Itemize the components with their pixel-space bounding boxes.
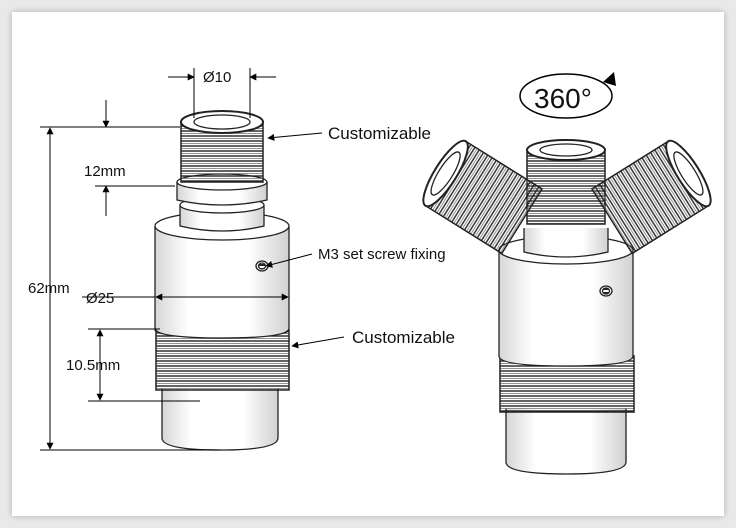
rotation-view-part [422, 139, 712, 475]
front-view-part [154, 110, 290, 451]
rotation-arrow-icon [603, 72, 616, 86]
callout-bottom-thread: Customizable [352, 328, 455, 347]
dimension-lines [40, 68, 289, 451]
length-12mm-label: 12mm [84, 163, 126, 180]
rotation-badge: 360° [519, 72, 616, 119]
callout-set-screw: M3 set screw fixing [318, 246, 446, 263]
diameter-25-label: Ø25 [86, 290, 114, 307]
diameter-10-label: Ø10 [203, 69, 231, 86]
length-10-5mm-label: 10.5mm [66, 357, 120, 374]
rotation-label: 360° [534, 83, 592, 114]
callout-leaders [265, 132, 345, 349]
callout-top-thread: Customizable [328, 124, 431, 143]
height-62mm-label: 62mm [28, 280, 70, 297]
